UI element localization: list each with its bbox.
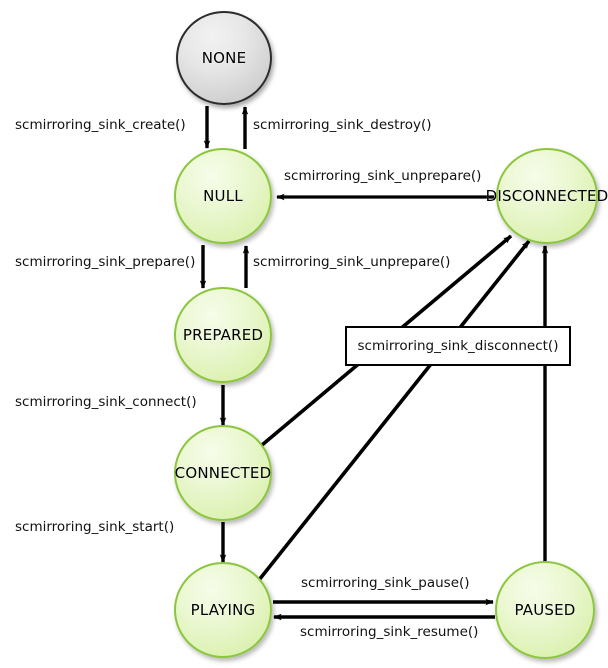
edge-label-pause: scmirroring_sink_pause() <box>301 575 470 591</box>
edge-label-unprepare-disconnected: scmirroring_sink_unprepare() <box>284 168 482 184</box>
state-label-none: NONE <box>201 49 247 67</box>
state-node-null[interactable]: NULL <box>174 148 272 244</box>
edge-label-prepare: scmirroring_sink_prepare() <box>15 254 196 270</box>
state-node-paused[interactable]: PAUSED <box>495 561 595 659</box>
edge-label-destroy: scmirroring_sink_destroy() <box>253 117 432 133</box>
edge-label-connect: scmirroring_sink_connect() <box>15 394 197 410</box>
disconnect-function-box[interactable]: scmirroring_sink_disconnect() <box>345 326 571 366</box>
edge-label-resume: scmirroring_sink_resume() <box>300 624 479 640</box>
edge-label-unprepare-prepared: scmirroring_sink_unprepare() <box>253 254 451 270</box>
state-node-prepared[interactable]: PREPARED <box>174 287 272 383</box>
state-label-null: NULL <box>203 187 243 205</box>
edge-label-create: scmirroring_sink_create() <box>15 117 186 133</box>
state-label-prepared: PREPARED <box>182 326 264 344</box>
state-label-paused: PAUSED <box>514 601 576 619</box>
state-node-playing[interactable]: PLAYING <box>174 562 272 658</box>
state-node-disconnected[interactable]: DISCONNECTED <box>486 148 608 244</box>
state-label-disconnected: DISCONNECTED <box>485 187 608 205</box>
edge-disconnect-playing <box>257 239 531 582</box>
state-label-playing: PLAYING <box>190 601 256 619</box>
edge-label-start: scmirroring_sink_start() <box>15 519 175 535</box>
state-node-connected[interactable]: CONNECTED <box>174 425 272 521</box>
state-label-connected: CONNECTED <box>174 464 272 482</box>
state-node-none[interactable]: NONE <box>176 11 272 105</box>
disconnect-function-label: scmirroring_sink_disconnect() <box>357 338 559 354</box>
